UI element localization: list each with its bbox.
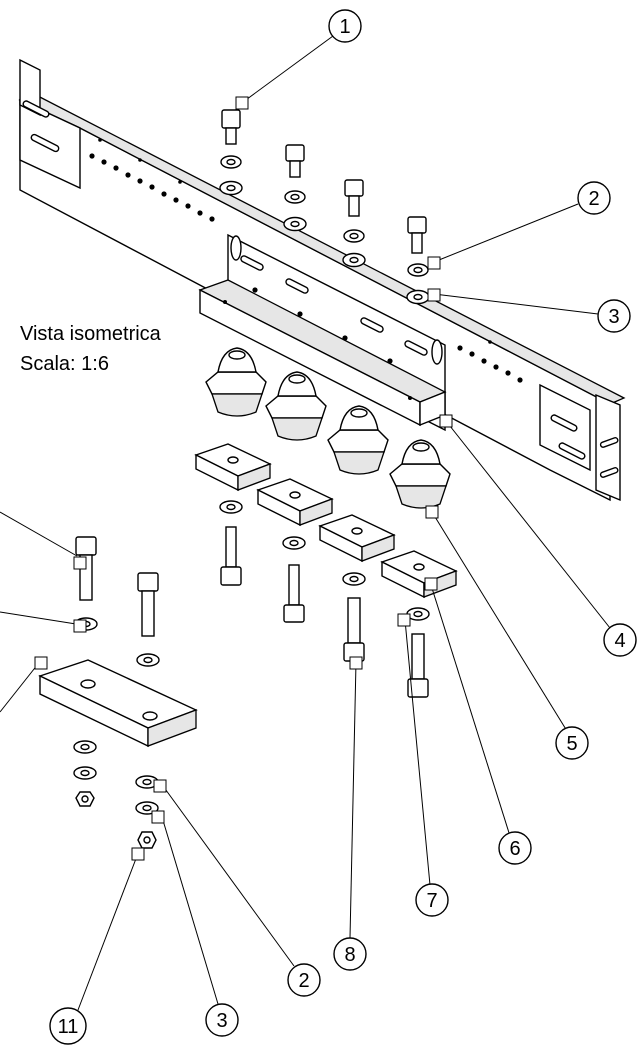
bolt (344, 179, 364, 217)
mount (327, 405, 389, 475)
balloon-2-top: 2 (577, 181, 611, 215)
svg-text:8: 8 (344, 944, 355, 966)
bolt (221, 109, 241, 145)
balloon-4: 4 (603, 623, 637, 657)
balloon-6: 6 (498, 831, 532, 865)
balloon-5: 5 (555, 726, 589, 760)
balloon-2-bottom: 2 (287, 963, 321, 997)
long-slotted-rail (18, 58, 626, 502)
balloon-11: 11 (49, 1007, 87, 1045)
view-caption: Vista isometrica Scala: 1:6 (20, 323, 162, 375)
bolt (407, 216, 427, 254)
mount (265, 371, 327, 441)
spacer-block (380, 550, 458, 599)
svg-text:3: 3 (608, 306, 619, 328)
leader-lines (0, 35, 611, 1011)
balloon-7: 7 (415, 883, 449, 917)
spacer-block (194, 443, 272, 492)
balloons: 1 2 3 4 5 6 7 8 (49, 9, 637, 1045)
view-scale: Scala: 1:6 (20, 353, 109, 375)
base-plate (38, 659, 198, 748)
balloon-8: 8 (333, 937, 367, 971)
svg-text:5: 5 (566, 733, 577, 755)
view-title: Vista isometrica (20, 323, 162, 345)
svg-text:3: 3 (216, 1010, 227, 1032)
bolt (285, 144, 305, 178)
rail-holes (89, 138, 523, 383)
mounting-plate (198, 233, 447, 432)
svg-text:11: 11 (58, 1016, 79, 1038)
top-bolts-and-washers (219, 109, 430, 305)
svg-text:2: 2 (588, 188, 599, 210)
svg-text:6: 6 (509, 838, 520, 860)
balloon-1: 1 (328, 9, 362, 43)
balloon-3-bottom: 3 (205, 1003, 239, 1037)
svg-text:7: 7 (426, 890, 437, 912)
svg-text:1: 1 (339, 16, 350, 38)
svg-text:4: 4 (614, 630, 625, 652)
mount (205, 347, 267, 417)
lower-left-assembly (38, 536, 198, 849)
spacer-block (318, 514, 396, 563)
spacer-block (256, 478, 334, 527)
balloon-3-top: 3 (597, 299, 631, 333)
spacer-blocks (194, 443, 458, 599)
svg-text:2: 2 (298, 970, 309, 992)
rubber-mounts (205, 347, 451, 509)
mount (389, 439, 451, 509)
